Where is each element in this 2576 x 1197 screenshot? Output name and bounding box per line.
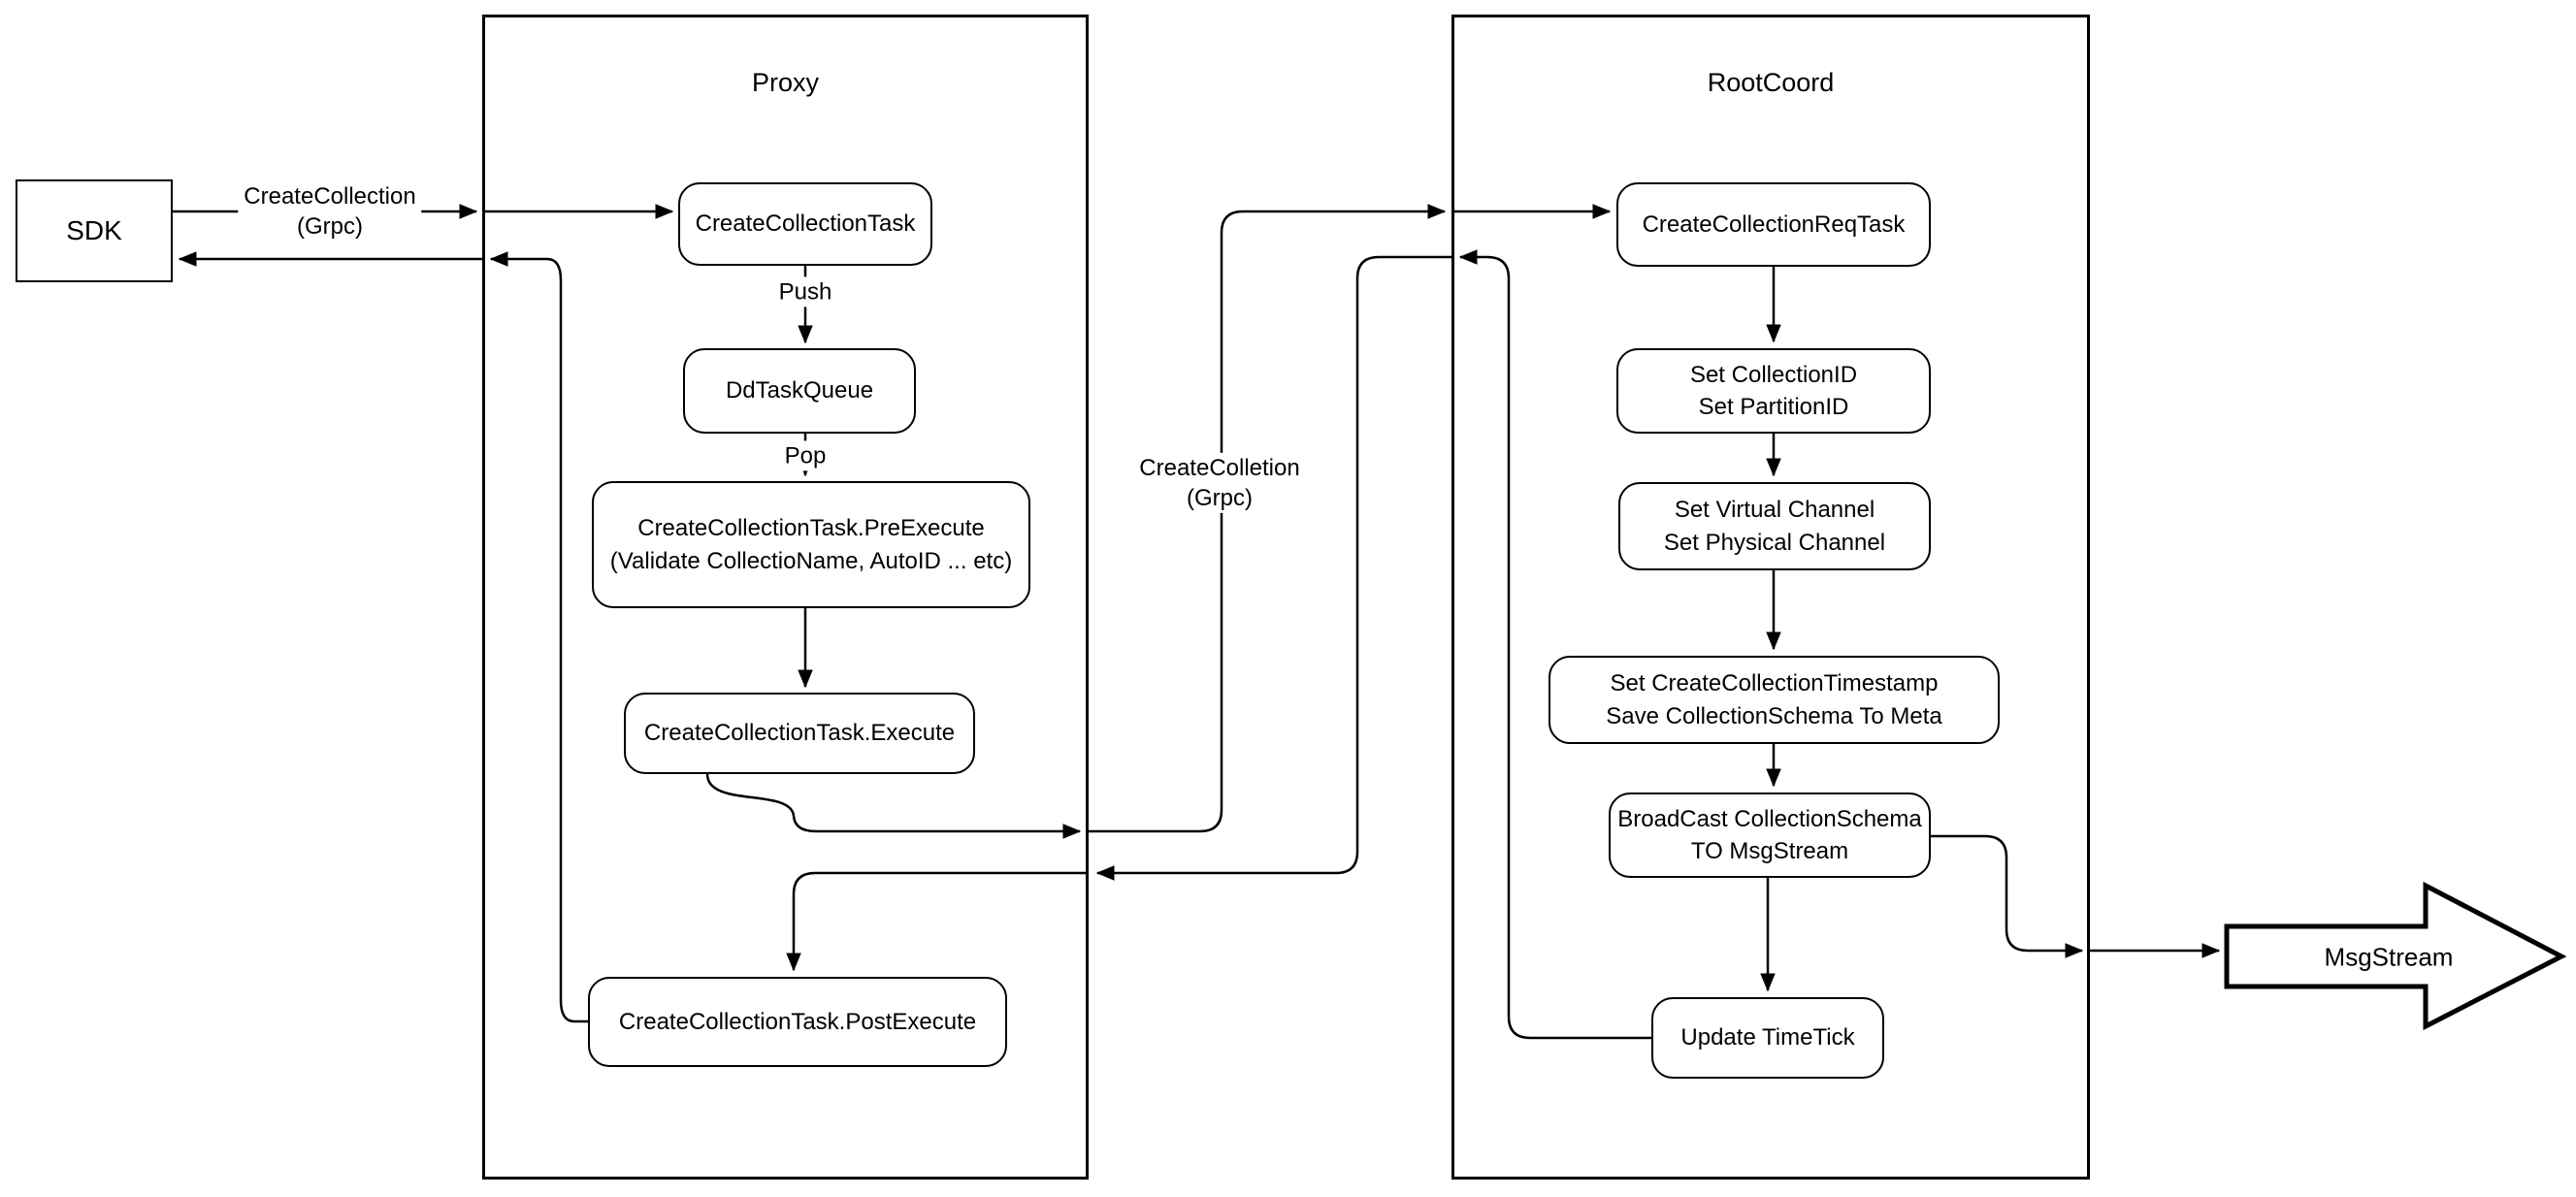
edge-label-sdk-grpc: CreateCollection (Grpc) <box>238 180 422 243</box>
proxy-container: Proxy <box>482 15 1089 1180</box>
edge-return-to-proxy-border <box>1095 255 1451 881</box>
node-dd-task-queue: DdTaskQueue <box>683 348 916 434</box>
node-pre-execute: CreateCollectionTask.PreExecute (Validat… <box>592 481 1030 608</box>
msgstream-label: MsgStream <box>2324 942 2454 972</box>
msgstream-block-arrow <box>2224 881 2567 1031</box>
edge-broadcast-to-rootcoord-border <box>1931 834 2084 958</box>
edge-timetick-to-rootcoord-border <box>1458 249 1651 1040</box>
edge-label-pop: Pop <box>778 440 832 471</box>
node-broadcast: BroadCast CollectionSchema TO MsgStream <box>1609 793 1931 878</box>
node-create-collection-task: CreateCollectionTask <box>678 182 932 266</box>
edge-execute-to-proxy-border <box>705 773 1082 839</box>
rootcoord-container: RootCoord <box>1451 15 2090 1180</box>
node-set-timestamp: Set CreateCollectionTimestamp Save Colle… <box>1549 656 2000 744</box>
node-sdk: SDK <box>16 179 173 282</box>
edge-postexecute-to-proxy-border <box>489 251 588 1023</box>
edge-label-proxy-grpc: CreateColletion (Grpc) <box>1133 452 1306 514</box>
edge-return-to-postexecute <box>786 871 1089 972</box>
node-post-execute: CreateCollectionTask.PostExecute <box>588 977 1007 1067</box>
rootcoord-container-title: RootCoord <box>1707 68 1835 97</box>
edge-label-push: Push <box>772 276 838 307</box>
node-create-collection-req-task: CreateCollectionReqTask <box>1616 182 1931 267</box>
node-set-channels: Set Virtual Channel Set Physical Channel <box>1618 482 1931 570</box>
node-execute: CreateCollectionTask.Execute <box>624 693 975 774</box>
edge-grpc-to-rootcoord-border <box>1089 204 1447 833</box>
node-update-timetick: Update TimeTick <box>1651 997 1884 1079</box>
proxy-container-title: Proxy <box>751 68 820 97</box>
node-set-ids: Set CollectionID Set PartitionID <box>1616 348 1931 434</box>
